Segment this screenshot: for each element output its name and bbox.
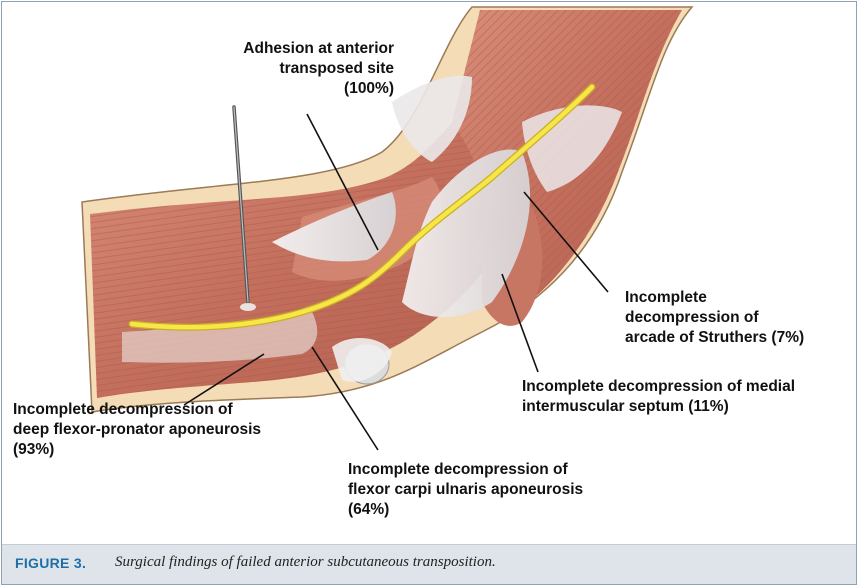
caption-text: Surgical findings of failed anterior sub… [115,554,496,571]
label-adhesion: Adhesion at anterior transposed site (10… [162,39,394,99]
label-septum: Incomplete decompression of medial inter… [522,377,856,417]
label-deep-flexor: Incomplete decompression of deep flexor-… [13,400,313,460]
figure-number: FIGURE 3. [15,555,86,571]
label-fcu: Incomplete decompression of flexor carpi… [348,460,648,520]
label-struthers: Incomplete decompression of arcade of St… [625,288,857,348]
figure-caption: FIGURE 3. Surgical findings of failed an… [2,544,856,584]
